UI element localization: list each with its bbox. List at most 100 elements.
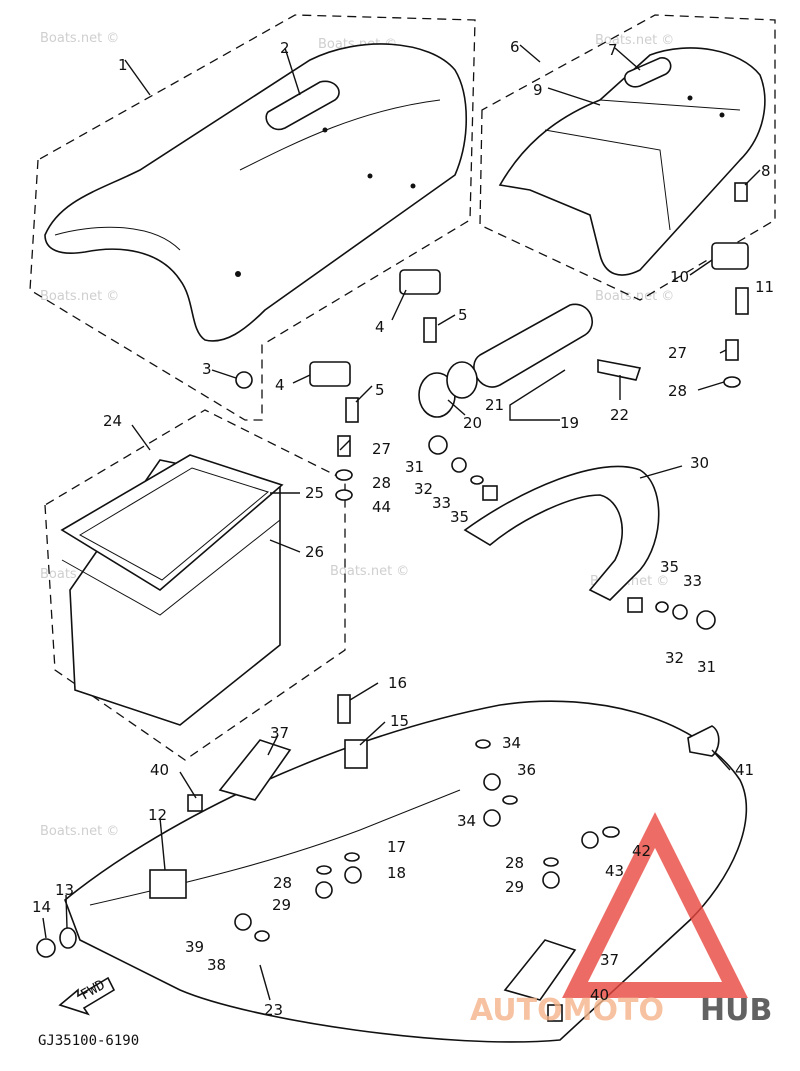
bolt-16 [337, 694, 351, 724]
logo-triangle-icon [562, 812, 748, 998]
grab-bar-30 [463, 465, 660, 601]
leader [292, 374, 311, 384]
group-front-seat [29, 14, 476, 421]
washer-33 [470, 475, 484, 485]
washer-13 [59, 927, 77, 949]
watermark: Boats.net © [40, 824, 119, 839]
callout-34: 34 [502, 734, 521, 752]
front-seat-edge [54, 226, 181, 251]
washer-44 [335, 489, 353, 501]
leader [65, 894, 68, 929]
bracket-15 [344, 739, 368, 769]
nut-29b [542, 871, 560, 889]
logo-text-part1: AUTOMOTO [470, 993, 664, 1028]
nut-18 [344, 866, 362, 884]
callout-3: 3 [202, 360, 212, 378]
leader [349, 682, 379, 701]
callout-40b: 40 [590, 986, 609, 1004]
callout-34b: 34 [457, 812, 476, 830]
callout-32b: 32 [665, 649, 684, 667]
panel-crease [89, 789, 461, 906]
leader [391, 289, 407, 321]
leader [689, 259, 713, 276]
body-panel [36, 435, 748, 1043]
rear-seat-seam [599, 99, 741, 111]
nut-36 [483, 773, 501, 791]
leader [509, 369, 566, 421]
hardware [235, 182, 749, 501]
damper-8 [734, 182, 748, 202]
callout-25: 25 [305, 484, 324, 502]
callout-6: 6 [510, 38, 520, 56]
callout-33b: 33 [683, 572, 702, 590]
rear-seat-grab-handle [624, 57, 672, 88]
callout-29b: 29 [505, 878, 524, 896]
front-seat-body [44, 43, 467, 342]
group-outlines [29, 14, 776, 761]
leader [159, 817, 166, 871]
grab-bar [463, 465, 660, 601]
callout-39: 39 [185, 938, 204, 956]
washer-38 [254, 930, 270, 942]
group-rear-seat [479, 14, 776, 301]
leader [614, 47, 641, 71]
gasket-25-inner [78, 467, 270, 581]
callout-17: 17 [387, 838, 406, 856]
callout-22: 22 [610, 406, 629, 424]
bolt-32b [672, 604, 688, 620]
rear-seat-body [498, 47, 766, 276]
callout-5: 5 [458, 306, 468, 324]
ring-21 [446, 361, 478, 399]
washer-33b [655, 601, 669, 613]
callout-4b: 4 [375, 318, 385, 336]
nut-31b [696, 610, 716, 630]
fwd-arrow: FWD [58, 976, 116, 1016]
bolt-40 [187, 794, 203, 812]
washer-34b [502, 795, 518, 805]
callout-28: 28 [372, 474, 391, 492]
mount-hole [322, 127, 328, 133]
callout-28d: 28 [505, 854, 524, 872]
watermark: Boats.net © [330, 564, 409, 579]
mount-hole [235, 271, 241, 277]
callout-13: 13 [55, 881, 74, 899]
leader [284, 47, 301, 96]
tube-19 [473, 303, 594, 388]
clip-22 [597, 359, 642, 381]
leader [744, 169, 761, 186]
leader [42, 917, 47, 939]
watermark: Boats.net © [40, 289, 119, 304]
seat-bracket-4 [399, 269, 441, 295]
callout-43: 43 [605, 862, 624, 880]
tube-assembly [418, 303, 642, 418]
leader [719, 349, 727, 354]
callout-4: 4 [275, 376, 285, 394]
washer-28b [335, 469, 353, 481]
callout-24: 24 [103, 412, 122, 430]
mount-hole [410, 183, 416, 189]
callout-33: 33 [432, 494, 451, 512]
leader [547, 87, 601, 106]
callout-35b: 35 [660, 558, 679, 576]
nut-14 [36, 938, 56, 958]
bracket-12 [149, 869, 187, 899]
gasket-25 [60, 454, 284, 591]
callout-32: 32 [414, 480, 433, 498]
callout-2: 2 [280, 39, 290, 57]
callout-44: 44 [372, 498, 391, 516]
callout-21: 21 [485, 396, 504, 414]
bolt-5b [345, 397, 359, 423]
panel-23 [64, 700, 748, 1043]
callout-37: 37 [270, 724, 289, 742]
callout-11: 11 [755, 278, 774, 296]
bush-35 [482, 485, 498, 501]
group-storage-box [44, 409, 346, 761]
nut-39 [234, 913, 252, 931]
callout-9: 9 [533, 81, 543, 99]
nut-29 [315, 881, 333, 899]
leader [269, 539, 301, 553]
leader [179, 771, 197, 799]
leader [447, 399, 466, 416]
leader [711, 749, 731, 771]
callout-26: 26 [305, 543, 324, 561]
